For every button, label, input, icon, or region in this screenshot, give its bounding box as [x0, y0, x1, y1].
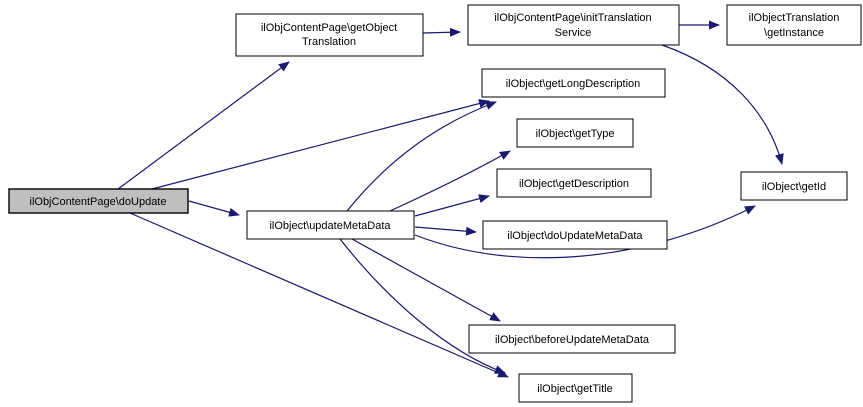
node-label: ilObject\updateMetaData [269, 220, 391, 232]
node-ilobjcontentpage-inittranslationservice[interactable]: ilObjContentPage\initTranslation Service [467, 4, 680, 46]
node-label-line1: ilObjContentPage\initTranslation [494, 12, 651, 24]
node-box [516, 118, 634, 148]
edge-doupdate-to-updatemetadata [188, 200, 240, 217]
node-ilobject-updatemetadata[interactable]: ilObject\updateMetaData [246, 210, 415, 240]
node-ilobject-getid[interactable]: ilObject\getId [740, 171, 848, 201]
node-box [496, 168, 652, 198]
edge-updatemetadata-to-gettype [389, 150, 511, 212]
node-label-line1: ilObjContentPage\getObject [261, 22, 397, 34]
node-ilobject-doupdatemetadata[interactable]: ilObject\doUpdateMetaData [482, 220, 668, 250]
node-label: ilObject\beforeUpdateMetaData [495, 334, 650, 346]
node-ilobjcontentpage-doupdate: ilObjContentPage\doUpdate [8, 188, 189, 214]
edge-updatemetadata-to-doupdatemetadata [414, 226, 477, 236]
edge-doupdate-to-getobjecttranslation [117, 61, 290, 190]
node-label-line2: \getInstance [764, 27, 824, 39]
edge-getobjecttranslation-to-inittranslationservice [422, 27, 461, 37]
edge-doupdate-to-gettitle [129, 212, 509, 378]
node-ilobject-getlongdescription[interactable]: ilObject\getLongDescription [481, 68, 666, 98]
node-box [246, 210, 415, 240]
node-box [235, 13, 424, 57]
node-label-line2: Translation [302, 36, 356, 48]
node-label-line2: Service [555, 27, 592, 39]
node-box [468, 324, 676, 354]
node-ilobjecttranslation-getinstance[interactable]: ilObjectTranslation \getInstance [726, 4, 862, 46]
node-ilobject-beforeupdatemetadata[interactable]: ilObject\beforeUpdateMetaData [468, 324, 676, 354]
edge-doupdate-to-getlongdescription [151, 99, 490, 190]
edge-updatemetadata-to-beforeupdatemetadata [351, 238, 501, 322]
node-box [740, 171, 848, 201]
node-box [481, 68, 666, 98]
node-box [726, 4, 862, 46]
edge-updatemetadata-to-getid [414, 205, 756, 259]
node-label: ilObject\getId [762, 181, 826, 193]
node-label: ilObject\getDescription [519, 178, 629, 190]
node-box [482, 220, 668, 250]
node-label: ilObjContentPage\doUpdate [30, 196, 167, 208]
node-label-line1: ilObjectTranslation [749, 12, 840, 24]
edge-inittranslationservice-to-getid [661, 44, 784, 165]
node-label: ilObject\getType [536, 128, 615, 140]
node-box [8, 188, 189, 214]
node-ilobjcontentpage-getobjecttranslation[interactable]: ilObjContentPage\getObject Translation [235, 13, 424, 57]
edge-updatemetadata-to-getdescription [414, 194, 490, 217]
edge-updatemetadata-to-getlongdescription [346, 101, 497, 212]
node-box [518, 373, 633, 403]
node-ilobject-getdescription[interactable]: ilObject\getDescription [496, 168, 652, 198]
node-box [467, 4, 680, 46]
edge-updatemetadata-to-gettitle [339, 238, 506, 374]
node-label: ilObject\doUpdateMetaData [507, 230, 643, 242]
node-ilobject-gettype[interactable]: ilObject\getType [516, 118, 634, 148]
node-label: ilObject\getLongDescription [506, 78, 641, 90]
node-ilobject-gettitle[interactable]: ilObject\getTitle [518, 373, 633, 403]
node-label: ilObject\getTitle [537, 383, 612, 395]
